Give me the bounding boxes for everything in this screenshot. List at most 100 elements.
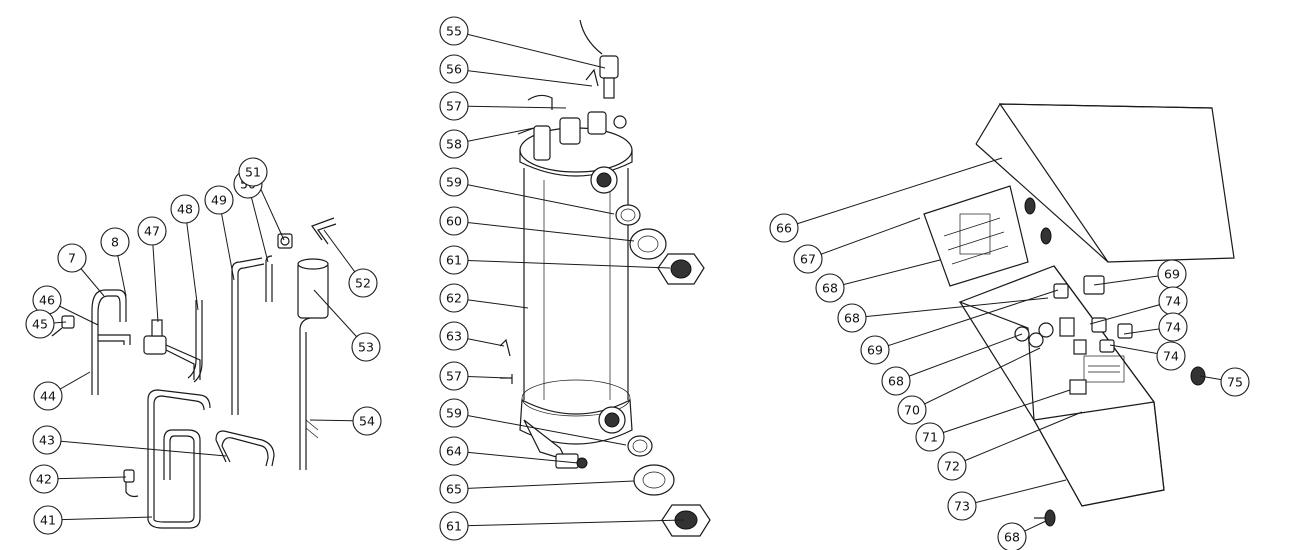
callout-number: 57 [446,369,462,384]
callout-bubble [439,474,469,504]
callout-bubble [25,309,55,339]
callout-bubble [860,335,890,365]
callout-bubble [33,505,63,535]
callout-45: 45 [25,309,55,339]
callout-bubble [29,464,59,494]
callout-bubble [1158,312,1188,342]
callout-bubble [439,398,469,428]
callout-number: 68 [888,374,904,389]
leader-line-72 [951,411,1083,467]
callout-bubble [439,436,469,466]
electrical-control-box-assembly [923,103,1235,527]
callout-57: 57 [439,91,469,121]
leader-line-69 [874,289,1059,351]
callout-number: 44 [40,389,56,404]
callout-bubble [439,321,469,351]
callout-number: 54 [359,414,375,429]
callout-69: 69 [1157,259,1187,289]
callout-number: 7 [68,251,76,266]
callout-74: 74 [1158,286,1188,316]
callout-number: 68 [844,311,860,326]
callout-47: 47 [137,216,167,246]
callout-bubble [439,54,469,84]
callout-69: 69 [860,335,890,365]
callout-number: 69 [1164,267,1180,282]
leader-line-73 [961,479,1067,507]
callout-number: 59 [446,406,462,421]
callout-number: 69 [867,343,883,358]
callout-number: 71 [922,430,938,445]
callout-number: 57 [446,99,462,114]
callout-bubble [439,91,469,121]
leader-line-64 [453,450,579,464]
callout-number: 45 [32,317,48,332]
leader-line-61 [453,519,685,527]
callout-number: 74 [1163,349,1179,364]
callout-bubble [1220,367,1250,397]
callout-number: 8 [111,235,119,250]
callout-number: 65 [446,482,462,497]
callout-71: 71 [915,422,945,452]
callout-74: 74 [1158,312,1188,342]
callout-bubble [137,216,167,246]
callout-bubble [170,194,200,224]
leader-line-71 [929,389,1071,438]
callout-59: 59 [439,398,469,428]
callout-bubble [997,522,1027,550]
callout-bubble [439,361,469,391]
callout-bubble [915,422,945,452]
callout-60: 60 [439,206,469,236]
callout-number: 63 [446,329,462,344]
callout-number: 62 [446,291,462,306]
callout-bubble [1156,341,1186,371]
callout-63: 63 [439,321,469,351]
callout-bubble [351,332,381,362]
callout-number: 61 [446,253,462,268]
callout-7: 7 [57,243,87,273]
callout-bubble [352,406,382,436]
callout-58: 58 [439,129,469,159]
callout-46: 46 [32,285,62,315]
leader-line-43 [46,439,227,457]
leader-line-70 [911,347,1041,411]
leader-line-61 [453,259,671,269]
callout-bubble [897,395,927,425]
leader-line-57 [453,105,567,109]
callout-73: 73 [947,491,977,521]
leader-line-47 [151,230,159,323]
callout-number: 53 [358,340,374,355]
callout-57: 57 [439,361,469,391]
callout-bubble [815,273,845,303]
leader-line-48 [184,208,199,311]
callout-number: 46 [39,293,55,308]
callout-54: 54 [352,406,382,436]
callout-64: 64 [439,436,469,466]
leader-line-68 [895,333,1023,382]
callout-74: 74 [1156,341,1186,371]
callout-number: 55 [446,24,462,39]
callout-bubble [881,366,911,396]
callout-48: 48 [170,194,200,224]
callout-bubble [439,129,469,159]
callout-number: 56 [446,62,462,77]
callout-68: 68 [837,303,867,333]
callout-68: 68 [881,366,911,396]
callout-number: 61 [446,519,462,534]
callout-56: 56 [439,54,469,84]
callout-number: 41 [40,513,56,528]
callout-8: 8 [100,227,130,257]
leader-line-66 [783,157,1003,229]
callout-number: 72 [944,459,960,474]
callout-number: 67 [800,252,816,267]
callout-44: 44 [33,381,63,411]
callout-number: 66 [776,221,792,236]
callout-61: 61 [439,511,469,541]
leader-line-56 [453,68,593,87]
callout-bubble [33,381,63,411]
callout-53: 53 [351,332,381,362]
callout-51: 51 [238,157,268,187]
callout-bubble [32,425,62,455]
callout-number: 68 [1004,530,1020,545]
callout-number: 47 [144,224,160,239]
